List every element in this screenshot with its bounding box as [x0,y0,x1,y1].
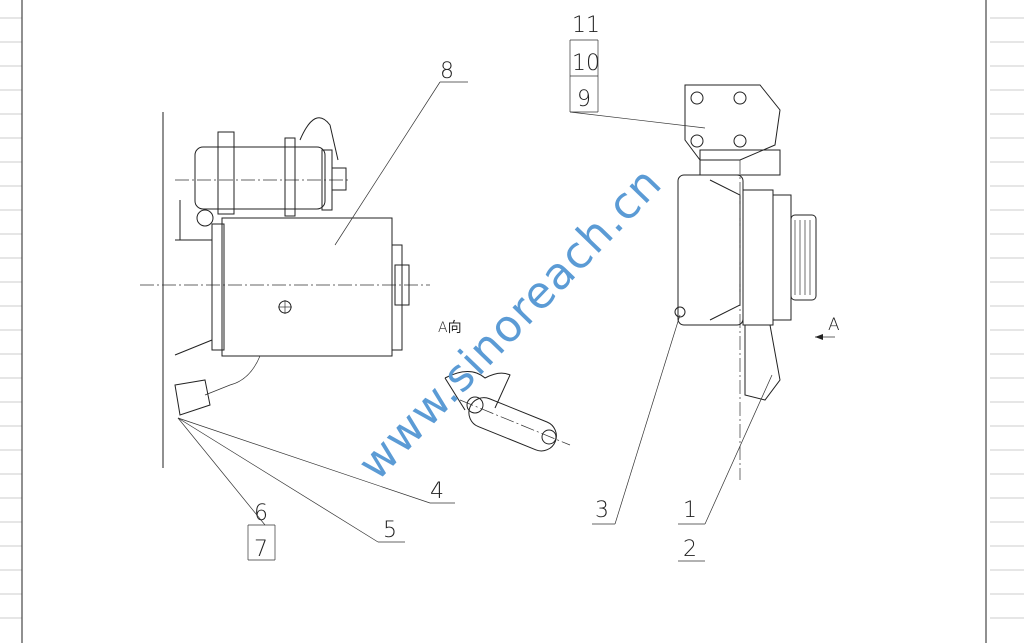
alternator [674,84,817,480]
label-part-9: 9 [577,87,591,112]
label-part-7: 7 [254,537,268,562]
label-view-arrow: A [828,315,840,335]
starter-motor [140,112,430,468]
label-view-a: A向 [438,320,462,336]
leader-lines [177,39,835,562]
a-view-bracket [444,371,571,452]
label-part-4: 4 [430,479,444,504]
label-part-6: 6 [254,501,268,526]
label-part-1: 1 [683,498,697,523]
label-part-10: 10 [572,51,600,76]
label-part-11: 11 [572,13,600,38]
left-margin-lines [0,17,22,619]
right-margin-lines [990,17,1024,619]
label-part-8: 8 [440,59,454,84]
label-part-5: 5 [383,518,397,543]
label-part-2: 2 [683,537,697,562]
label-part-3: 3 [595,498,609,523]
